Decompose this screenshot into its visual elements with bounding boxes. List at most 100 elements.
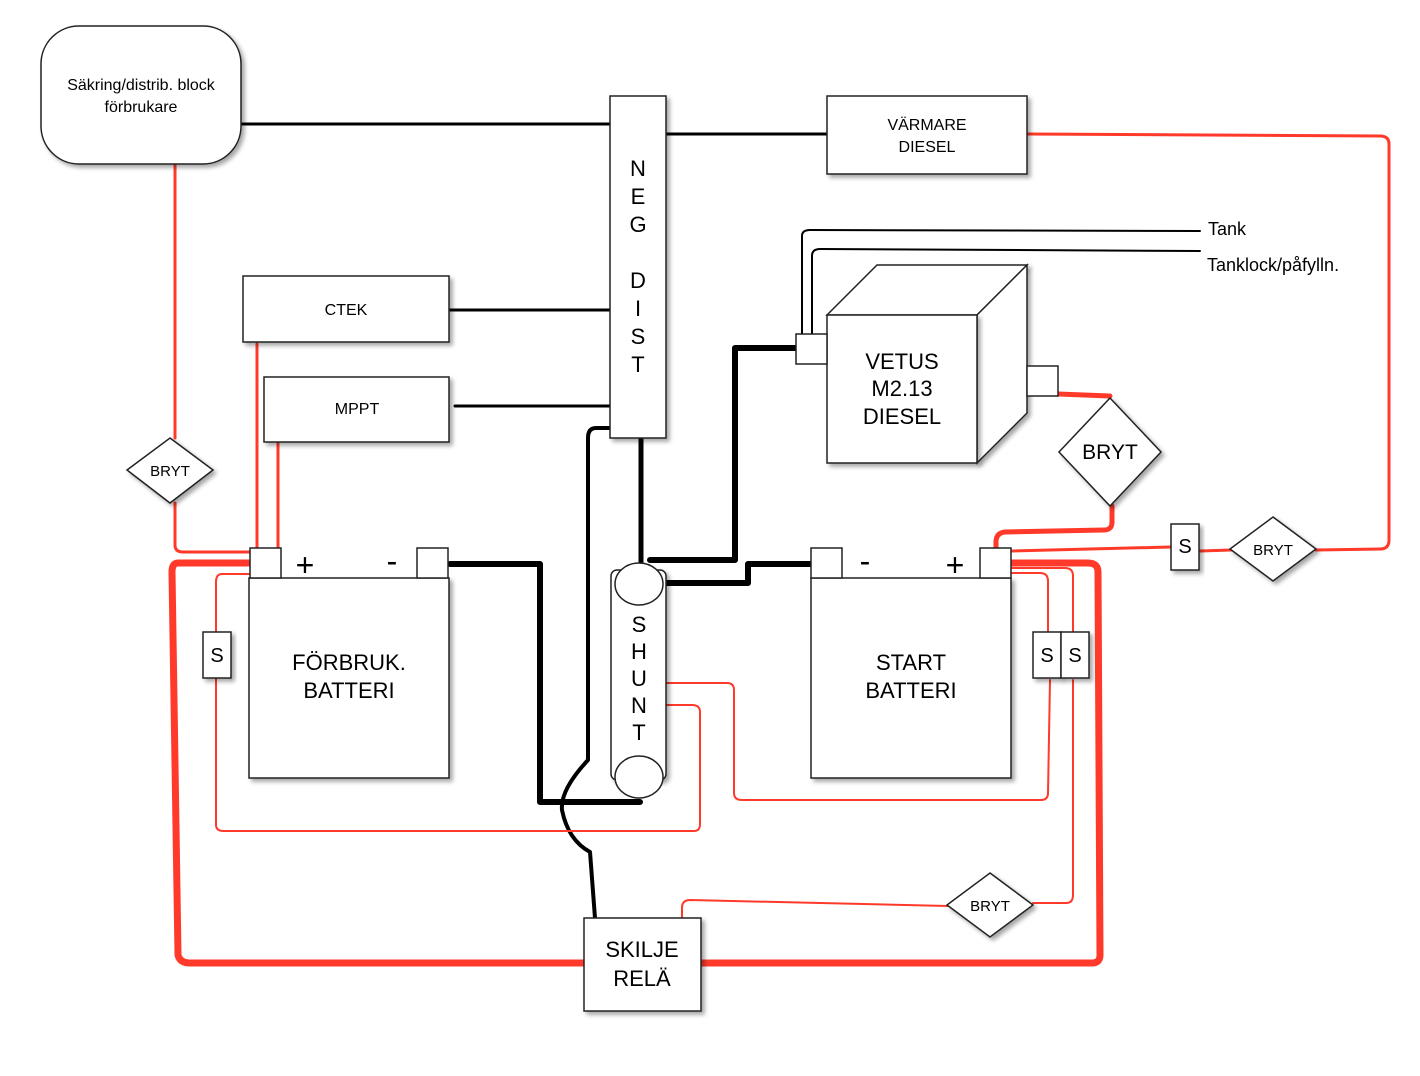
sensor-start-battery-2: S xyxy=(1060,631,1090,679)
neg-dist-letter: S xyxy=(631,324,646,349)
sensor-start-1-label: S xyxy=(1040,645,1053,667)
black-wires xyxy=(240,122,1201,920)
tank-label: Tank xyxy=(1208,219,1247,239)
fuse-block-frame xyxy=(40,25,242,165)
wire-start-sensor-1 xyxy=(1011,572,1049,633)
sensor-heater: S xyxy=(1170,523,1200,571)
mppt-frame xyxy=(263,376,450,443)
wire-sensor-relay-breaker xyxy=(1032,679,1074,904)
wire-shunt-start-neg xyxy=(661,561,815,586)
neg-dist-letter: D xyxy=(630,268,646,293)
breaker-engine: BRYT xyxy=(1057,396,1163,508)
fuse-block-label-1: Säkring/distrib. block xyxy=(67,77,216,94)
sensor-start-battery-1: S xyxy=(1032,631,1062,679)
start-battery: - + START BATTERI xyxy=(810,543,1012,779)
consumer-battery: + - FÖRBRUK. BATTERI xyxy=(248,543,450,779)
wire-start-sense xyxy=(665,679,1051,801)
breaker-relay-label: BRYT xyxy=(970,898,1010,915)
start-battery-plus-sign: + xyxy=(946,547,965,583)
heater-label-2: DIESEL xyxy=(899,139,956,156)
neg-dist-letter: E xyxy=(631,184,646,209)
engine-label-1: VETUS xyxy=(865,349,938,374)
consumer-battery-minus-terminal xyxy=(416,547,449,579)
wire-tank-cap xyxy=(811,248,1201,335)
consumer-battery-label-2: BATTERI xyxy=(303,678,394,703)
consumer-battery-minus-sign: - xyxy=(387,543,398,579)
neg-dist-frame xyxy=(609,95,667,439)
sensor-heater-frame xyxy=(1170,523,1200,571)
wire-breaker-consumer-plus xyxy=(173,501,252,554)
breaker-heater-shape xyxy=(1228,516,1318,582)
start-battery-label-1: START xyxy=(876,650,946,675)
engine-label-3: DIESEL xyxy=(863,404,941,429)
consumer-battery-frame xyxy=(248,577,450,779)
wire-consumer-neg xyxy=(447,561,643,805)
neg-dist-letter: N xyxy=(630,156,646,181)
fuse-block: Säkring/distrib. block förbrukare xyxy=(40,25,242,165)
sensor-consumer-battery: S xyxy=(202,631,232,679)
start-battery-minus-sign: - xyxy=(860,543,871,579)
sensor-consumer-label: S xyxy=(210,645,223,667)
relay-frame xyxy=(583,917,702,1012)
engine-plus-terminal xyxy=(1026,365,1059,397)
sensor-start-2-label: S xyxy=(1068,645,1081,667)
wire-breaker-start-plus xyxy=(993,503,1115,551)
fuse-block-label-2: förbrukare xyxy=(105,99,178,116)
shunt-letter: T xyxy=(632,720,645,745)
red-wires xyxy=(168,132,1391,967)
neg-dist: N E G D I S T xyxy=(609,95,667,439)
ctek-charger: CTEK xyxy=(242,275,450,343)
tank-cap-label: Tanklock/påfylln. xyxy=(1207,255,1339,275)
neg-dist-letter: G xyxy=(629,212,646,237)
sensor-consumer-frame xyxy=(202,631,232,679)
shunt-top-lug xyxy=(614,562,664,606)
shunt-letter: U xyxy=(631,666,647,691)
wire-consumer-sense xyxy=(215,573,701,832)
neg-dist-letter: I xyxy=(635,296,641,321)
engine-front-face xyxy=(826,314,978,464)
sensor-heater-label: S xyxy=(1178,536,1191,558)
relay-label-2: RELÄ xyxy=(613,966,671,991)
wire-consumer-relay xyxy=(168,559,588,967)
wire-start-sensor-2 xyxy=(1011,567,1074,633)
ctek-frame xyxy=(242,275,450,343)
breaker-engine-shape xyxy=(1057,396,1163,508)
shunt-letter: N xyxy=(631,693,647,718)
engine: VETUS M2.13 DIESEL xyxy=(795,263,1059,465)
wire-relay-start xyxy=(698,559,1104,967)
engine-label-2: M2.13 xyxy=(871,376,932,401)
consumer-battery-label-1: FÖRBRUK. xyxy=(292,650,406,675)
sensor-start-2-frame xyxy=(1060,631,1090,679)
wire-breaker-relay xyxy=(681,899,949,919)
breaker-consumer: BRYT xyxy=(125,437,215,504)
heater: VÄRMARE DIESEL xyxy=(826,95,1028,175)
breaker-relay: BRYT xyxy=(945,872,1035,938)
wire-start-heater-sensor xyxy=(1010,545,1173,553)
neg-dist-letter: T xyxy=(631,352,644,377)
shunt-bottom-lug xyxy=(614,755,664,799)
wire-neg-relay xyxy=(559,426,612,920)
heater-frame xyxy=(826,95,1028,175)
wire-breaker-heater xyxy=(1025,132,1391,552)
breaker-consumer-shape xyxy=(125,437,215,504)
start-battery-frame xyxy=(810,577,1012,779)
mppt-controller: MPPT xyxy=(263,376,450,443)
start-battery-minus-terminal xyxy=(810,547,843,579)
mppt-label: MPPT xyxy=(335,401,380,418)
ctek-label: CTEK xyxy=(325,302,368,319)
separation-relay: SKILJE RELÄ xyxy=(583,917,702,1012)
breaker-consumer-label: BRYT xyxy=(150,463,190,480)
shunt-letter: S xyxy=(632,612,647,637)
wire-shunt-engine xyxy=(647,345,800,563)
breaker-relay-shape xyxy=(945,872,1035,938)
consumer-battery-plus-sign: + xyxy=(296,547,315,583)
engine-ground-terminal xyxy=(795,333,828,365)
wire-sensor-heater-breaker xyxy=(1198,548,1233,553)
start-battery-label-2: BATTERI xyxy=(865,678,956,703)
shunt: S H U N T xyxy=(610,562,667,799)
breaker-heater: BRYT xyxy=(1228,516,1318,582)
start-battery-plus-terminal xyxy=(979,547,1012,579)
shunt-letter: H xyxy=(631,639,647,664)
wire-engine-breaker xyxy=(1055,391,1113,399)
